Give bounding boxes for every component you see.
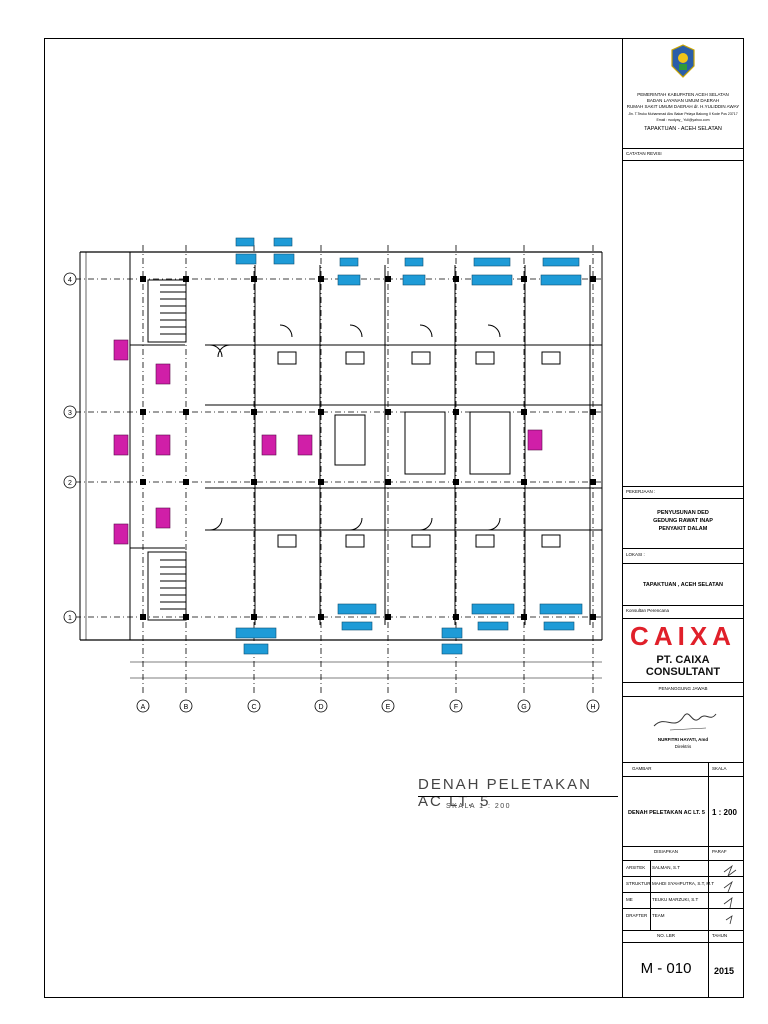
gambar-title: DENAH PELETAKAN AC LT. 5 [628, 810, 705, 816]
title-underline [418, 796, 618, 797]
grid-col-label: E [386, 704, 391, 711]
drawing-scale: SKALA 1 : 200 [446, 803, 512, 810]
title-block [622, 38, 744, 998]
skala-label: SKALA [712, 766, 727, 771]
grid-row-label: 4 [68, 277, 72, 284]
grid-col-label: F [454, 704, 458, 711]
grid-col-label: B [184, 704, 189, 711]
role-struktur: STRUKTUR [626, 881, 651, 886]
name-arsitek: SALMAN, S.T [652, 865, 681, 870]
drawing-title: DENAH PELETAKAN AC LT. 5 [418, 776, 592, 810]
penanggung-label: PENANGGUNG JAWAB [658, 686, 708, 691]
grid-col-label: H [590, 704, 595, 711]
agency-line-3: RUMAH SAKIT UMUM DAERAH dr. H.YULIDDIN A… [626, 104, 740, 109]
agency-line-5: Email : rsudyay_ Yuli@yahoo.com [656, 118, 710, 122]
gambar-scale: 1 : 200 [712, 808, 737, 817]
name-me: TEUKU MARZUKI, S.T [652, 897, 699, 902]
grid-row-label: 3 [68, 410, 72, 417]
catatan-label: CATATAN REVISI [626, 151, 662, 156]
regency-emblem-icon [671, 44, 695, 78]
pekerjaan-line-3: PENYAKIT DALAM [658, 526, 708, 532]
role-drafter: DRAFTER [626, 913, 648, 918]
penanggung-name: NURFITRI HAYATI, Amd [657, 737, 709, 742]
grid-col-label: C [251, 704, 256, 711]
penanggung-role: Direktris [674, 744, 692, 749]
sheet-number: M - 010 [640, 960, 692, 977]
agency-line-2: BADAN LAYANAN UMUM DAERAH [646, 98, 720, 103]
agency-line-1: PEMERINTAH KABUPATEN ACEH SELATAN [637, 92, 729, 97]
agency-line-4: Jln. T.Teuku Muhammad Abu Bakar Pelaya B… [628, 112, 738, 116]
konsultan-name: PT. CAIXA CONSULTANT [645, 654, 721, 678]
ac-indoor-units [113, 339, 543, 545]
name-drafter: TEAM [652, 913, 665, 918]
disiapkan-label: DISIAPKAN [653, 849, 678, 854]
paraf-label: PARAF [712, 849, 727, 854]
no-lbr-label: NO. LBR [656, 933, 675, 938]
floor-plan: 4 3 2 1 A B C D E F G H [63, 237, 603, 713]
grid-row-label: 2 [68, 480, 72, 487]
paraf-initials [723, 864, 737, 925]
grid-col-label: D [318, 704, 323, 711]
lokasi-value: TAPAKTUAN , ACEH SELATAN [642, 582, 724, 588]
role-arsitek: ARSITEK [626, 865, 646, 870]
caixa-logo: CAIXA [630, 621, 736, 651]
tahun-label: TAHUN [712, 933, 728, 938]
name-struktur: MAHDI SYAHPUTRA, S.T, M.T [652, 881, 715, 886]
grid-col-label: A [141, 704, 146, 711]
grid-col-label: G [521, 704, 526, 711]
pekerjaan-label: PEKERJAAN : [626, 489, 656, 494]
signature [653, 713, 717, 731]
pekerjaan-line-2: GEDUNG RAWAT INAP [653, 518, 713, 524]
pekerjaan-line-1: PENYUSUNAN DED [657, 510, 709, 516]
gambar-label: GAMBAR [632, 766, 652, 771]
sheet-border [44, 38, 744, 998]
year: 2015 [714, 966, 735, 976]
role-me: ME [626, 897, 633, 902]
ac-outdoor-units [235, 237, 583, 655]
lokasi-label: LOKASI : [626, 552, 645, 557]
agency-line-6: TAPAKTUAN - ACEH SELATAN [644, 126, 722, 132]
konsultan-label: Konsultan Perencana [626, 608, 670, 613]
grid-row-label: 1 [68, 615, 72, 622]
